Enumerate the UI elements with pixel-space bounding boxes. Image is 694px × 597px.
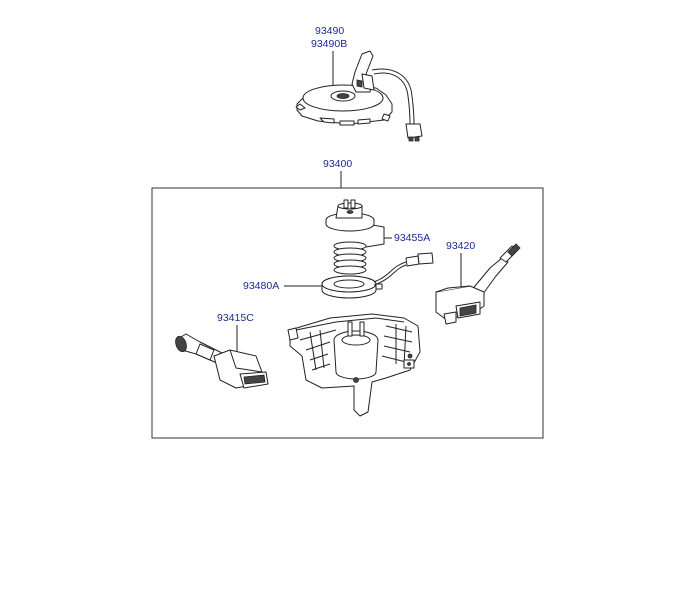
label-93400[interactable]: 93400 [323, 158, 352, 170]
slip-ring-drawing [325, 199, 375, 232]
label-93490b[interactable]: 93490B [311, 38, 347, 50]
label-93420[interactable]: 93420 [446, 240, 475, 252]
clock-spring-drawing [295, 50, 423, 142]
assembly-frame [151, 187, 544, 439]
part-label-93490b[interactable]: 93490B [311, 38, 347, 50]
leader-93455a [365, 223, 385, 248]
label-93480a[interactable]: 93480A [243, 280, 279, 292]
part-label-93415c[interactable]: 93415C [217, 312, 254, 324]
part-label-93400[interactable]: 93400 [323, 158, 352, 170]
wiper-switch-drawing [435, 243, 521, 325]
coil-spring-drawing [333, 241, 367, 275]
part-label-93420[interactable]: 93420 [446, 240, 475, 252]
part-label-93455a[interactable]: 93455A [394, 232, 430, 244]
part-label-93480a[interactable]: 93480A [243, 280, 279, 292]
switch-body-drawing [287, 313, 421, 417]
horn-plate-drawing [321, 252, 434, 299]
label-93415c[interactable]: 93415C [217, 312, 254, 324]
part-label-93490[interactable]: 93490 [315, 25, 344, 37]
label-93455a[interactable]: 93455A [394, 232, 430, 244]
label-93490[interactable]: 93490 [315, 25, 344, 37]
light-switch-drawing [175, 333, 269, 389]
